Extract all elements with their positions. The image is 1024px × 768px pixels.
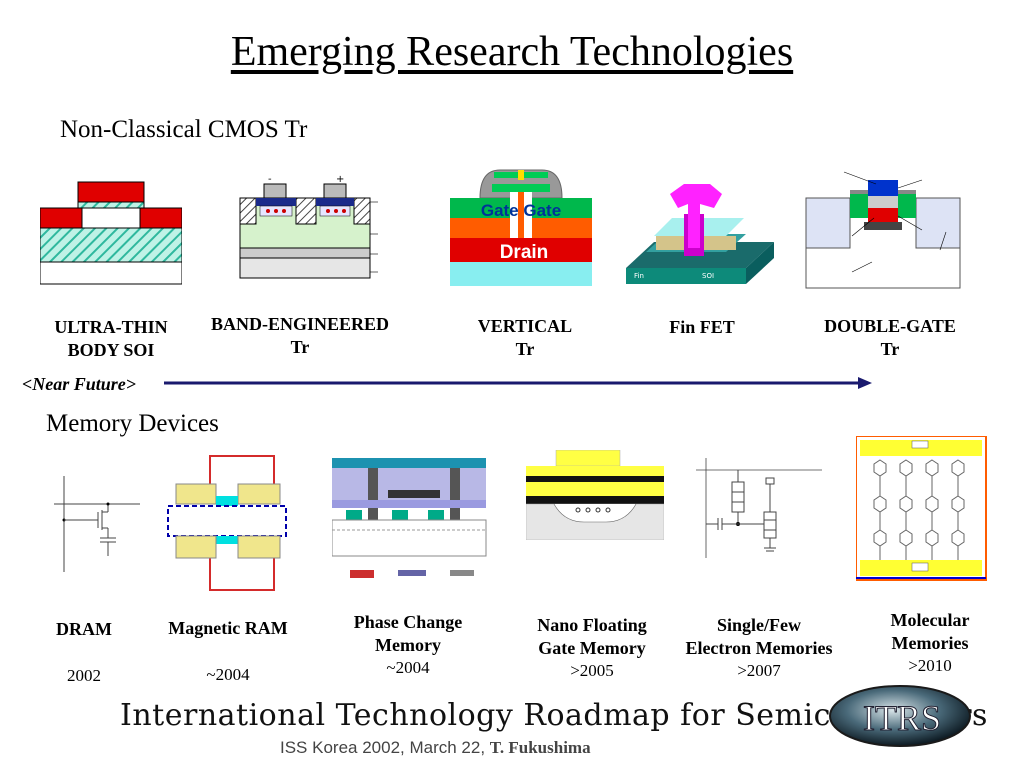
dram-circuit-diagram: [54, 476, 140, 572]
timeline-label: <Near Future>: [22, 374, 137, 394]
vertical-tr-diagram: Gate Gate Drain: [450, 169, 592, 286]
svg-text:Fin: Fin: [634, 272, 644, 280]
memory-year-single-electron: >2007: [737, 661, 781, 680]
molecular-memory-diagram: [856, 436, 987, 581]
svg-text:-: -: [268, 174, 272, 185]
vertical-gate-text: Gate Gate: [481, 201, 561, 220]
double-gate-diagram: [805, 171, 961, 289]
nano-floating-gate-diagram: [526, 450, 664, 540]
svg-text:SOI: SOI: [702, 272, 714, 280]
section-heading-memory: Memory Devices: [46, 410, 219, 437]
slide-title: Emerging Research Technologies: [230, 29, 794, 75]
itrs-logo: ITRS: [829, 685, 971, 747]
vertical-drain-text: Drain: [500, 242, 549, 263]
timeline-arrow: [164, 377, 872, 389]
mram-diagram: [167, 455, 287, 591]
memory-year-nano-floating: >2005: [570, 661, 614, 680]
cmos-label-fin-fet: Fin FET: [669, 317, 735, 337]
footer-event: ISS Korea 2002, March 22, T. Fukushima: [280, 738, 591, 757]
phase-change-diagram: [332, 458, 487, 578]
memory-year-dram: 2002: [67, 666, 101, 685]
itrs-logo-text: ITRS: [863, 698, 941, 738]
band-engineered-diagram: - +: [239, 174, 378, 279]
section-heading-cmos: Non-Classical CMOS Tr: [60, 116, 308, 143]
memory-year-mram: ~2004: [206, 665, 250, 684]
memory-label-mram: Magnetic RAM: [168, 618, 288, 638]
footer-author: T. Fukushima: [489, 738, 591, 757]
memory-label-dram: DRAM: [56, 619, 112, 639]
memory-year-molecular: >2010: [908, 656, 952, 675]
single-electron-circuit-diagram: [696, 458, 822, 558]
fin-fet-diagram: Fin SOI: [626, 184, 774, 284]
ultra-thin-soi-diagram: [40, 181, 182, 285]
memory-year-phase-change: ~2004: [386, 658, 430, 677]
svg-text:+: +: [336, 174, 344, 185]
